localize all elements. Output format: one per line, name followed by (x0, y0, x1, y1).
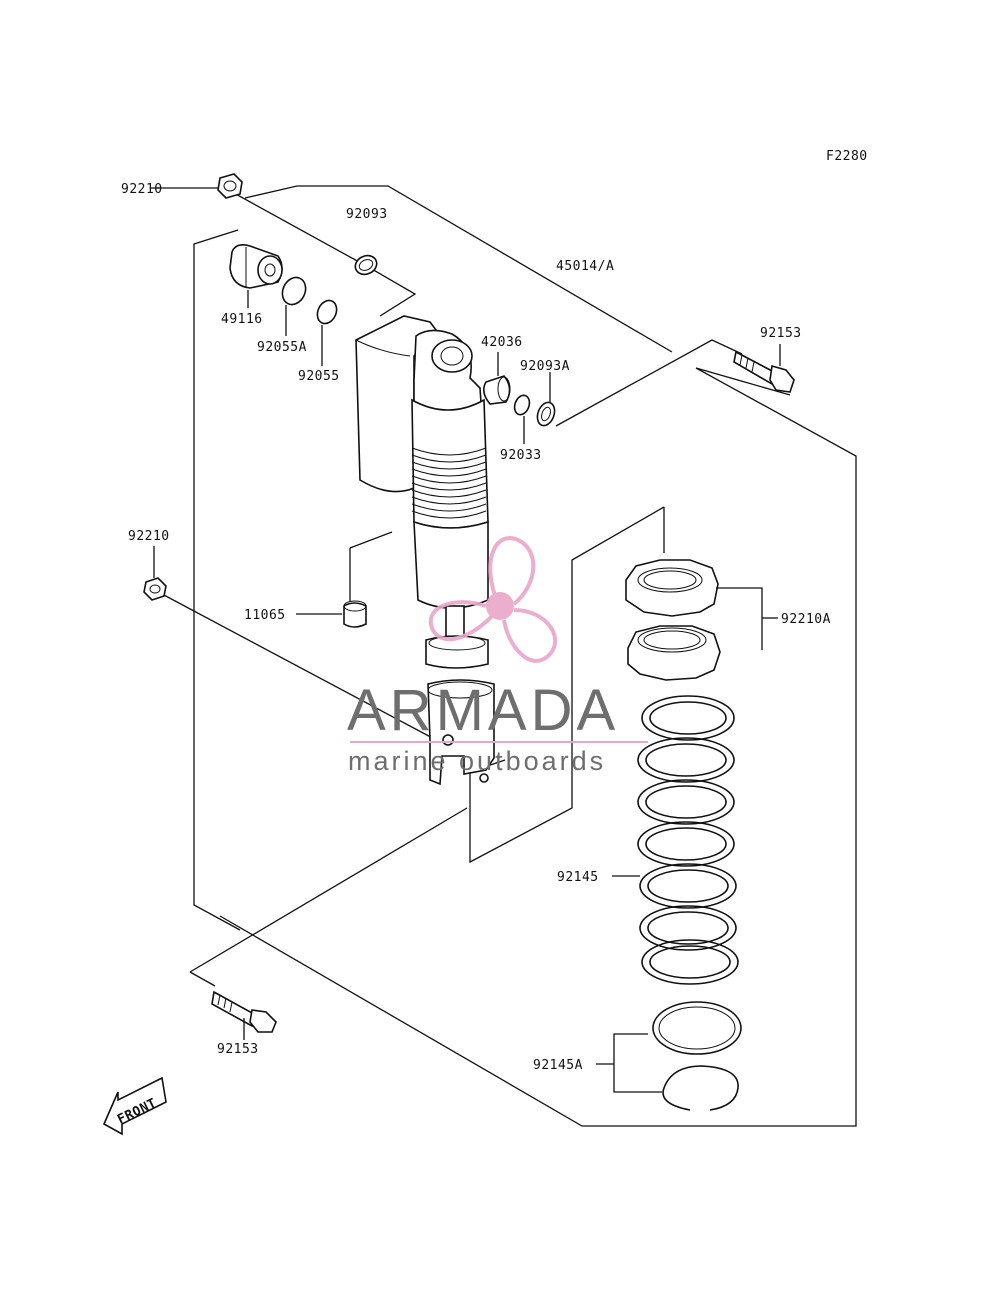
bushing-49116 (229, 244, 283, 289)
watermark-tagline: marine outboards (348, 746, 606, 776)
part-label-92055a: 92055A (257, 340, 307, 355)
bolt-92153-top (733, 350, 795, 393)
front-direction-arrow: FRONT (102, 1076, 167, 1136)
part-label-92145a: 92145A (533, 1058, 583, 1073)
part-labels: 92210 92093 45014/A 49116 92055A 92055 4… (121, 182, 831, 1073)
spring-92145 (637, 695, 739, 985)
spring-seat-rings (652, 1001, 742, 1111)
part-label-42036: 42036 (481, 335, 523, 350)
circlip-92093a (536, 401, 556, 427)
shock-absorber (355, 315, 495, 786)
bolt-92153-lower (211, 990, 277, 1033)
spring-adjuster-upper (625, 559, 719, 617)
part-label-92033: 92033 (500, 448, 542, 463)
part-label-92153-top: 92153 (760, 326, 802, 341)
part-label-92210-top: 92210 (121, 182, 163, 197)
collar-42036 (482, 375, 511, 405)
part-label-92055: 92055 (298, 369, 340, 384)
part-label-92145: 92145 (557, 870, 599, 885)
part-label-92093: 92093 (346, 207, 388, 222)
part-label-92210a: 92210A (781, 612, 831, 627)
part-label-49116: 49116 (221, 312, 263, 327)
watermark: ARMADA marine outboards (347, 536, 648, 776)
nut-92210-left (143, 577, 167, 601)
part-label-92210-left: 92210 (128, 529, 170, 544)
assembly-outline (161, 185, 857, 1127)
part-label-45014a: 45014/A (556, 259, 614, 274)
circlip-92093 (354, 254, 378, 276)
propeller-logo-icon (428, 536, 558, 663)
figure-code: F2280 (826, 149, 868, 164)
nut-92210-top (217, 173, 243, 199)
oring-92055a (281, 276, 307, 306)
oring-92055 (316, 299, 338, 325)
watermark-brand: ARMADA (347, 678, 619, 743)
part-label-92093a: 92093A (520, 359, 570, 374)
oring-92033 (513, 394, 531, 416)
part-label-92153-lower: 92153 (217, 1042, 259, 1057)
part-label-11065: 11065 (244, 608, 286, 623)
collar-11065 (343, 600, 367, 628)
spring-adjuster-lower (627, 625, 721, 681)
